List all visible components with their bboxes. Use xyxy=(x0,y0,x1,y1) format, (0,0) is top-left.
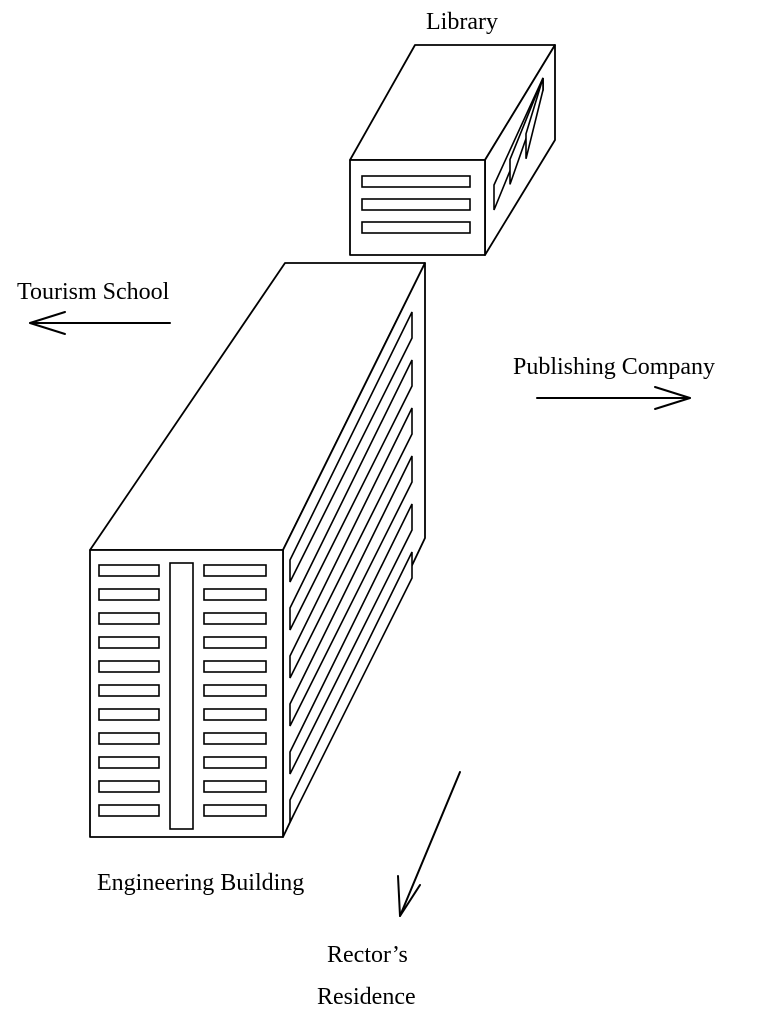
library-front-window xyxy=(361,198,471,211)
arrow-rectors-residence-head xyxy=(397,875,421,917)
engineering-front-window xyxy=(203,804,267,817)
tourism-school-label: Tourism School xyxy=(17,279,170,305)
engineering-front-window xyxy=(203,588,267,601)
engineering-front-window xyxy=(98,636,160,649)
library-label: Library xyxy=(426,9,498,35)
arrow-tourism-school-head xyxy=(29,311,66,335)
engineering-front-window xyxy=(98,708,160,721)
engineering-front-window xyxy=(203,660,267,673)
library-building xyxy=(349,44,556,256)
engineering-side-windows xyxy=(289,311,413,823)
engineering-front-window xyxy=(98,732,160,745)
rectors-residence-label-line2: Residence xyxy=(317,984,416,1010)
engineering-front-window xyxy=(98,804,160,817)
engineering-front-window xyxy=(98,780,160,793)
engineering-front-window xyxy=(203,612,267,625)
library-side-window xyxy=(525,77,544,159)
engineering-front-window xyxy=(203,636,267,649)
engineering-side-window xyxy=(289,407,413,679)
arrow-rectors-residence-shaft xyxy=(399,771,461,917)
engineering-front-window xyxy=(98,756,160,769)
engineering-center-column xyxy=(169,562,194,830)
engineering-front-window xyxy=(98,612,160,625)
library-front-window xyxy=(361,175,471,188)
engineering-front-window xyxy=(98,588,160,601)
engineering-front-window xyxy=(203,564,267,577)
engineering-front-window xyxy=(203,780,267,793)
engineering-front-window xyxy=(203,684,267,697)
rectors-residence-label-line1: Rector’s xyxy=(327,942,408,968)
engineering-left-windows xyxy=(98,564,160,817)
engineering-side-window xyxy=(289,359,413,631)
engineering-front-window xyxy=(98,564,160,577)
engineering-building-label: Engineering Building xyxy=(97,870,305,896)
arrow-publishing-company-head xyxy=(654,386,691,410)
engineering-front-window xyxy=(98,684,160,697)
publishing-company-label: Publishing Company xyxy=(513,354,716,380)
library-front-windows xyxy=(361,175,471,234)
engineering-front-window xyxy=(203,756,267,769)
arrow-publishing-company xyxy=(536,386,691,410)
arrow-tourism-school xyxy=(29,311,171,335)
engineering-side-window xyxy=(289,455,413,727)
engineering-building xyxy=(89,262,426,838)
engineering-side-window xyxy=(289,551,413,823)
engineering-side-window xyxy=(289,311,413,583)
engineering-right-windows xyxy=(203,564,267,817)
engineering-front-window xyxy=(203,708,267,721)
library-front-window xyxy=(361,221,471,234)
library-side-windows xyxy=(493,77,544,211)
engineering-side-window xyxy=(289,503,413,775)
arrow-rectors-residence xyxy=(397,771,461,917)
engineering-front-window xyxy=(203,732,267,745)
engineering-front-window xyxy=(98,660,160,673)
